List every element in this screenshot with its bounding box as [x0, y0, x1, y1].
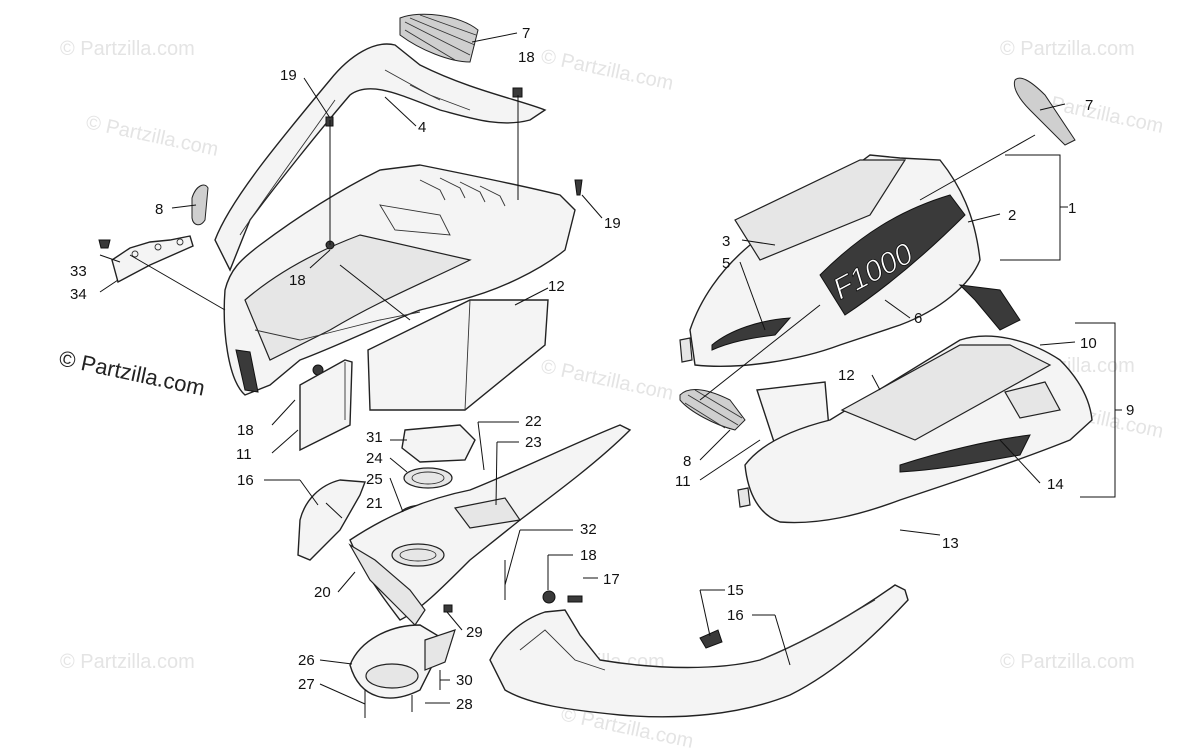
callout-11: 11 — [236, 446, 252, 463]
callout-25: 25 — [366, 471, 383, 488]
callout-7: 7 — [522, 25, 530, 42]
callout-3: 3 — [722, 233, 730, 250]
callout-1: 1 — [1068, 200, 1076, 217]
callout-34: 34 — [70, 286, 87, 303]
callout-24: 24 — [366, 450, 383, 467]
callout-18: 18 — [289, 272, 306, 289]
screw-33 — [98, 239, 111, 249]
foam-pad-12-left — [367, 299, 549, 411]
small-vent-left — [191, 184, 209, 226]
watermark: © Partzilla.com — [1000, 651, 1135, 673]
callout-7: 7 — [1085, 97, 1093, 114]
callout-19: 19 — [604, 215, 621, 232]
watermark: © Partzilla.com — [60, 38, 195, 60]
callout-20: 20 — [314, 584, 331, 601]
belly-pan-center — [349, 424, 632, 621]
foam-block-11-left — [299, 359, 353, 452]
callout-12: 12 — [838, 367, 855, 384]
callout-9: 9 — [1126, 402, 1134, 419]
callout-8: 8 — [155, 201, 163, 218]
callout-33: 33 — [70, 263, 87, 280]
callout-12: 12 — [548, 278, 565, 295]
callout-29: 29 — [466, 624, 483, 641]
decal-stripe-lower — [899, 434, 1031, 473]
fastener-group — [98, 87, 583, 250]
callout-21: 21 — [366, 495, 383, 512]
callout-22: 22 — [525, 413, 542, 430]
vent-grille-8-right — [679, 389, 746, 431]
callout-23: 23 — [525, 434, 542, 451]
callout-13: 13 — [942, 535, 959, 552]
side-panel-upper: F1000 — [679, 154, 981, 367]
watermark: © Partzilla.com — [60, 651, 195, 673]
callout-16: 16 — [727, 607, 744, 624]
assembly-brackets — [1000, 154, 1122, 498]
callout-26: 26 — [298, 652, 315, 669]
callout-16: 16 — [237, 472, 254, 489]
callout-10: 10 — [1080, 335, 1097, 352]
callout-30: 30 — [456, 672, 473, 689]
callout-19: 19 — [280, 67, 297, 84]
callout-4: 4 — [418, 119, 426, 136]
bracket-34 — [111, 235, 194, 284]
hood-upper-panel — [214, 43, 547, 272]
vent-grille-upper — [399, 13, 479, 63]
watermark-strong: © Partzilla.com — [57, 345, 207, 400]
callout-31: 31 — [366, 429, 383, 446]
callout-32: 32 — [580, 521, 597, 538]
watermark: © Partzilla.com — [539, 45, 675, 95]
callout-8: 8 — [683, 453, 691, 470]
hood-main-shell — [223, 164, 576, 396]
screw-19 — [574, 179, 583, 196]
watermark: © Partzilla.com — [539, 355, 675, 405]
callout-2: 2 — [1008, 207, 1016, 224]
vent-grille-7-right — [1013, 77, 1076, 146]
callout-17: 17 — [603, 571, 620, 588]
callout-15: 15 — [727, 582, 744, 599]
callout-18: 18 — [580, 547, 597, 564]
callout-6: 6 — [914, 310, 922, 327]
clip-15 — [699, 629, 723, 649]
callout-numbers: 1 2 3 4 5 6 7 7 8 8 9 10 11 11 12 12 13 … — [70, 25, 1134, 713]
lower-duct-26 — [349, 624, 456, 699]
leader-lines — [99, 32, 1076, 705]
side-panel-lower — [737, 284, 1093, 524]
decal-stripe — [711, 317, 792, 351]
callout-27: 27 — [298, 676, 315, 693]
watermark: © Partzilla.com — [84, 111, 220, 161]
callout-18: 18 — [237, 422, 254, 439]
callout-5: 5 — [722, 255, 730, 272]
decal-graphic — [819, 194, 966, 316]
callout-28: 28 — [456, 696, 473, 713]
callout-11: 11 — [675, 473, 691, 490]
vent-plate-31 — [401, 424, 476, 463]
watermark: © Partzilla.com — [1000, 38, 1135, 60]
callout-14: 14 — [1047, 476, 1064, 493]
lower-pan-16 — [489, 584, 909, 718]
callout-18: 18 — [518, 49, 535, 66]
